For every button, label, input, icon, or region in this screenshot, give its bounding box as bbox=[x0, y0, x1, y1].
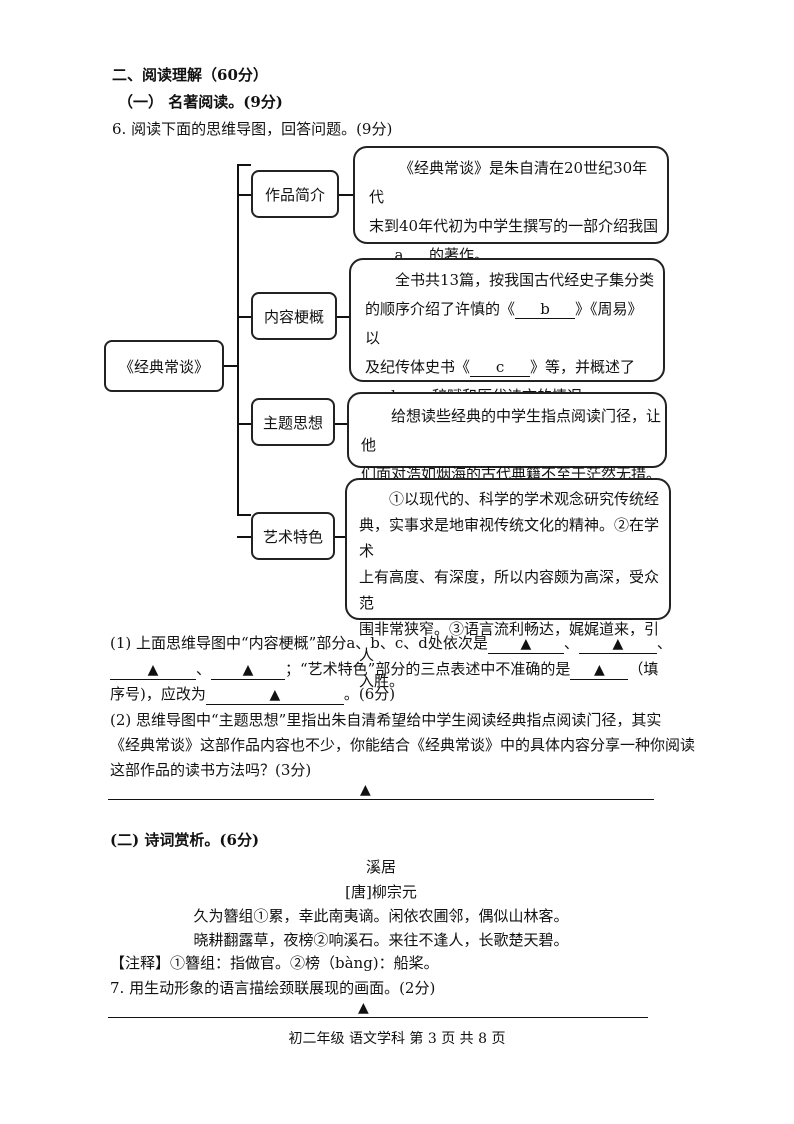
art-line: 入胜。 bbox=[359, 672, 405, 690]
art-line: 典，实事求是地审视传统文化的精神。②在学术 bbox=[359, 516, 660, 560]
section-heading: 二、阅读理解（60分） bbox=[112, 66, 268, 84]
blank-b[interactable]: b bbox=[515, 300, 576, 319]
answer-line[interactable] bbox=[108, 1017, 648, 1018]
branch-link bbox=[335, 423, 347, 425]
part1-heading: （一） 名著阅读。(9分) bbox=[118, 93, 283, 111]
branch-connector bbox=[237, 536, 251, 538]
intro-line: 《经典常谈》是朱自清在20世纪30年代 bbox=[369, 159, 648, 206]
poem-title: 溪居 bbox=[365, 858, 396, 876]
art-line: ①以现代的、科学的学术观念研究传统经 bbox=[389, 490, 660, 508]
bracket-line bbox=[237, 164, 239, 516]
answer-blank[interactable]: ▲ bbox=[578, 635, 657, 654]
part2-heading: (二) 诗词赏析。(6分) bbox=[110, 831, 260, 849]
q6-1-line1: (1) 上面思维导图中“内容梗概”部分a、b、c、d处依次是▲、▲、 bbox=[110, 634, 672, 654]
bracket-top-tick bbox=[237, 164, 251, 166]
blank-c[interactable]: c bbox=[470, 358, 531, 377]
answer-marker: ▲ bbox=[358, 1000, 369, 1016]
answer-blank[interactable]: ▲ bbox=[110, 661, 196, 680]
q6-2-line1: (2) 思维导图中“主题思想”里指出朱自清希望给中学生阅读经典指点阅读门径，其实 bbox=[110, 711, 662, 729]
theme-line: 给想读些经典的中学生指点阅读门径，让他 bbox=[361, 407, 662, 454]
branch-label-theme: 主题思想 bbox=[251, 398, 335, 446]
summary-line: 的顺序介绍了许慎的《b》《周易》以 bbox=[365, 300, 643, 347]
branch-connector bbox=[237, 194, 251, 196]
branch-label-art: 艺术特色 bbox=[251, 512, 335, 560]
art-line: 上有高度、有深度，所以内容颇为高深，受众范 bbox=[359, 568, 660, 612]
branch-link bbox=[335, 536, 345, 538]
branch-connector bbox=[237, 423, 251, 425]
summary-line: 及纪传体史书《c》等，并概述了 bbox=[365, 358, 636, 377]
branch-link bbox=[337, 316, 349, 318]
page-footer: 初二年级 语文学科 第 3 页 共 8 页 bbox=[288, 1031, 506, 1047]
q7-prompt: 7. 用生动形象的语言描绘颈联展现的画面。(2分) bbox=[110, 979, 436, 997]
answer-blank[interactable]: ▲ bbox=[570, 661, 629, 680]
answer-blank[interactable]: ▲ bbox=[487, 635, 564, 654]
q6-2-line2: 《经典常谈》这部作品内容也不少，你能结合《经典常谈》中的具体内容分享一种你阅读 bbox=[110, 736, 696, 754]
content-box-summary: 全书共13篇，按我国古代经史子集分类 的顺序介绍了许慎的《b》《周易》以 及纪传… bbox=[349, 258, 665, 406]
intro-line: 末到40年代初为中学生撰写的一部介绍我国 bbox=[369, 217, 659, 235]
q6-1-line2: ▲、▲；“艺术特色”部分的三点表述中不准确的是▲（填 bbox=[110, 660, 658, 680]
mindmap-root: 《经典常谈》 bbox=[104, 340, 224, 392]
branch-label-intro: 作品简介 bbox=[251, 170, 339, 218]
content-box-theme: 给想读些经典的中学生指点阅读门径，让他 们面对浩如烟海的古代典籍不至于茫然无措。 bbox=[347, 392, 667, 483]
summary-line: 全书共13篇，按我国古代经史子集分类 bbox=[395, 271, 655, 289]
content-box-art: ①以现代的、科学的学术观念研究传统经 典，实事求是地审视传统文化的精神。②在学术… bbox=[345, 478, 671, 690]
content-box-intro: 《经典常谈》是朱自清在20世纪30年代 末到40年代初为中学生撰写的一部介绍我国… bbox=[353, 146, 669, 265]
answer-line[interactable] bbox=[108, 799, 654, 800]
answer-blank[interactable]: ▲ bbox=[205, 686, 344, 705]
poem-verse: 久为簪组①累，幸此南夷谪。闲依农圃邻，偶似山林客。 bbox=[193, 907, 569, 925]
branch-connector bbox=[237, 316, 251, 318]
q6-2-line3: 这部作品的读书方法吗？(3分) bbox=[110, 761, 312, 779]
branch-link bbox=[339, 194, 353, 196]
answer-blank[interactable]: ▲ bbox=[211, 661, 286, 680]
poem-note: 【注释】①簪组：指做官。②榜（bàng)：船桨。 bbox=[110, 954, 439, 972]
poem-author: [唐]柳宗元 bbox=[345, 883, 417, 901]
q6-prompt: 6. 阅读下面的思维导图，回答问题。(9分) bbox=[112, 120, 393, 138]
branch-label-summary: 内容梗概 bbox=[251, 292, 337, 340]
answer-marker: ▲ bbox=[360, 782, 371, 798]
art-line: 围非常狭窄。③语言流利畅达，娓娓道来，引人 bbox=[359, 620, 660, 664]
q6-1-line3: 序号)，应改为▲。(6分) bbox=[110, 685, 396, 705]
poem-verse: 晓耕翻露草，夜榜②响溪石。来往不逢人，长歌楚天碧。 bbox=[193, 931, 569, 949]
root-connector bbox=[224, 365, 238, 367]
bracket-bottom-tick bbox=[237, 514, 251, 516]
